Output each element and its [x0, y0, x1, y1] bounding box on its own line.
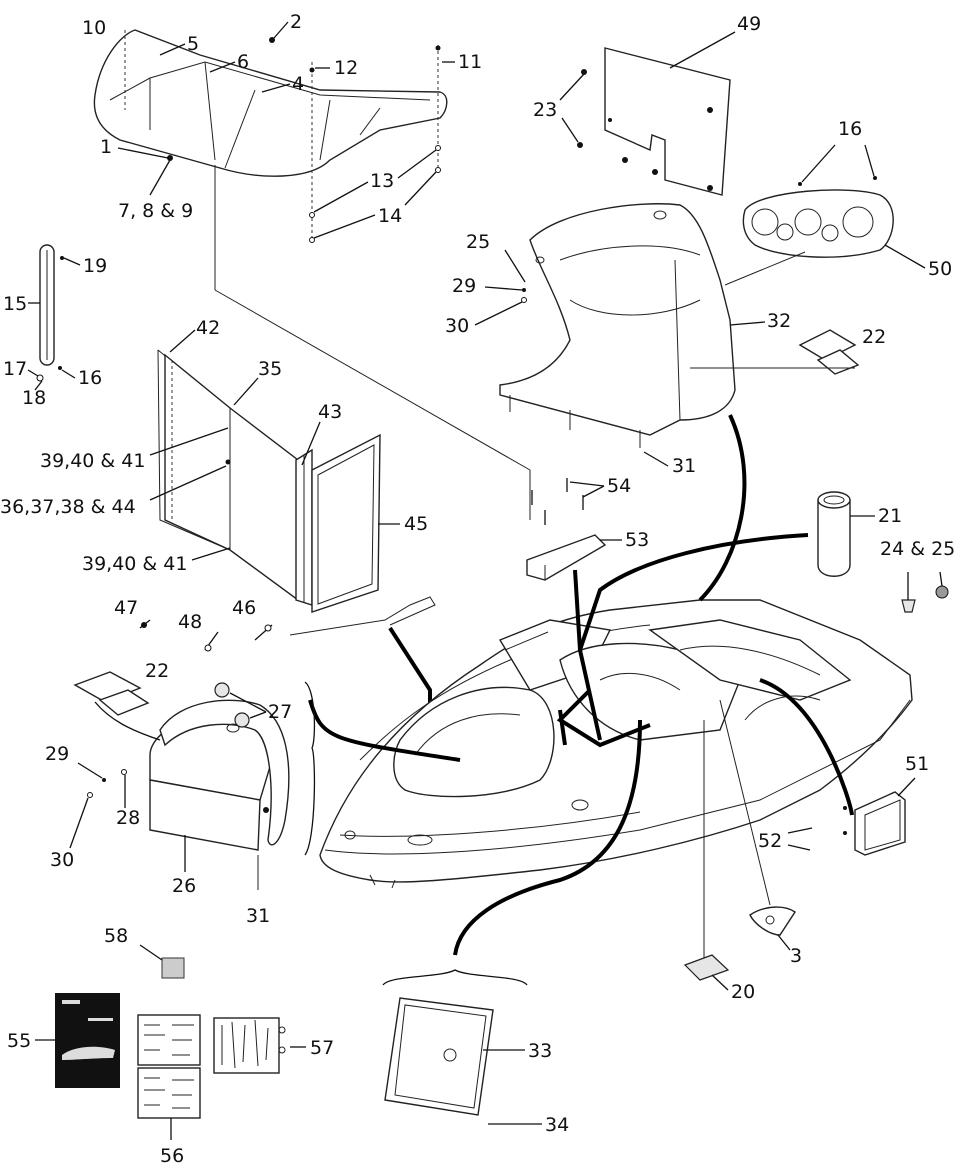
- screws: [531, 478, 584, 525]
- callout-39-40-41a: 39,40 & 41: [40, 450, 145, 472]
- vent-51: [854, 791, 906, 856]
- callout-12: 12: [334, 57, 358, 79]
- callout-22a: 22: [862, 326, 886, 348]
- callout-48: 48: [178, 611, 202, 633]
- callout-35: 35: [258, 358, 282, 380]
- callout-36-37-38-44: 36,37,38 & 44: [0, 496, 136, 518]
- callout-52: 52: [758, 830, 782, 852]
- callout-18: 18: [22, 387, 46, 409]
- panel-49: [577, 47, 731, 196]
- callout-15: 15: [3, 293, 27, 315]
- callout-32: 32: [767, 310, 791, 332]
- dash-console: [499, 203, 736, 448]
- callout-49: 49: [737, 13, 761, 35]
- callout-16a: 16: [78, 367, 102, 389]
- callout-22b: 22: [145, 660, 169, 682]
- callout-24-25: 24 & 25: [880, 538, 955, 560]
- storage-tray: [526, 534, 607, 581]
- callout-6: 6: [237, 51, 249, 73]
- pad-20: [683, 954, 730, 981]
- callout-4: 4: [292, 73, 304, 95]
- callout-57: 57: [310, 1037, 334, 1059]
- callout-56: 56: [160, 1145, 184, 1166]
- callout-11: 11: [458, 51, 482, 73]
- callout-31a: 31: [672, 455, 696, 477]
- callout-14: 14: [378, 205, 402, 227]
- callout-20: 20: [731, 981, 755, 1003]
- hatch-33: [384, 997, 494, 1116]
- callout-19: 19: [83, 255, 107, 277]
- callout-31b: 31: [246, 905, 270, 927]
- callout-10: 10: [82, 17, 106, 39]
- callout-54: 54: [607, 475, 631, 497]
- callout-43: 43: [318, 401, 342, 423]
- tool-kit-57: [213, 1017, 286, 1074]
- callout-50: 50: [928, 258, 952, 280]
- walkthrough-door: [157, 349, 381, 613]
- gauge-panel: [742, 176, 894, 258]
- owners-manual-55: [55, 993, 120, 1088]
- callout-1: 1: [100, 136, 112, 158]
- callout-27: 27: [268, 701, 292, 723]
- callout-29b: 29: [45, 743, 69, 765]
- cup-holder: [817, 491, 851, 577]
- grommets-27: [214, 682, 250, 728]
- decal-58: [161, 957, 185, 979]
- callout-55: 55: [7, 1030, 31, 1052]
- callout-47: 47: [114, 597, 138, 619]
- callout-26: 26: [172, 875, 196, 897]
- callout-30b: 30: [50, 849, 74, 871]
- callout-13: 13: [370, 170, 394, 192]
- drain-plug: [901, 571, 949, 613]
- callout-46: 46: [232, 597, 256, 619]
- callout-53: 53: [625, 529, 649, 551]
- callout-23: 23: [533, 99, 557, 121]
- callout-33: 33: [528, 1040, 552, 1062]
- callout-16b: 16: [838, 118, 862, 140]
- seat-26: [149, 699, 290, 890]
- callout-29a: 29: [452, 275, 476, 297]
- callout-3: 3: [790, 945, 802, 967]
- callout-5: 5: [187, 33, 199, 55]
- callout-34: 34: [545, 1114, 569, 1136]
- callout-39-40-41b: 39,40 & 41: [82, 553, 187, 575]
- decal-22: [798, 329, 860, 375]
- decal-22-lower: [73, 671, 150, 716]
- callout-28: 28: [116, 807, 140, 829]
- callout-58: 58: [104, 925, 128, 947]
- callout-2: 2: [290, 11, 302, 33]
- grab-handle: [36, 244, 64, 382]
- callout-25: 25: [466, 231, 490, 253]
- callout-17: 17: [3, 358, 27, 380]
- hinge-hardware: [139, 619, 273, 652]
- callout-51: 51: [905, 753, 929, 775]
- boat-hull: [319, 599, 913, 889]
- callout-30a: 30: [445, 315, 469, 337]
- literature-56: [137, 1014, 201, 1119]
- callout-21: 21: [878, 505, 902, 527]
- callout-42: 42: [196, 317, 220, 339]
- callout-7-8-9: 7, 8 & 9: [118, 200, 193, 222]
- callout-45: 45: [404, 513, 428, 535]
- bracket-3: [749, 906, 796, 936]
- windshield: [93, 29, 448, 177]
